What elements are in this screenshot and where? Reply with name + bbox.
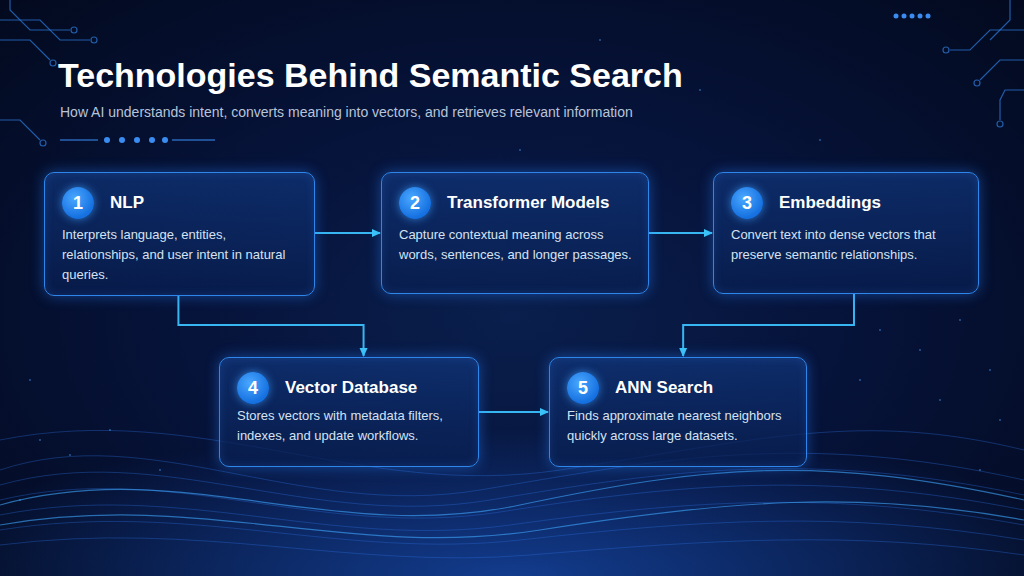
step-number-circle: 1 bbox=[62, 187, 94, 219]
diagram-subtitle: How AI understands intent, converts mean… bbox=[60, 104, 633, 120]
step-number-circle: 3 bbox=[731, 187, 763, 219]
callout-number: 1 bbox=[73, 193, 83, 213]
callout-number: 2 bbox=[410, 193, 420, 213]
callout-number: 3 bbox=[742, 193, 752, 213]
process-box: ANN SearchFinds approximate nearest neig… bbox=[549, 357, 807, 467]
box-heading: Embeddings bbox=[779, 193, 881, 213]
box-description: Capture contextual meaning across words,… bbox=[399, 225, 634, 265]
process-box: Transformer ModelsCapture contextual mea… bbox=[381, 172, 649, 294]
step-number-circle: 5 bbox=[567, 372, 599, 404]
step-number-circle: 2 bbox=[399, 187, 431, 219]
flow-arrow bbox=[649, 232, 712, 234]
process-box: Vector DatabaseStores vectors with metad… bbox=[219, 357, 479, 467]
box-heading: Transformer Models bbox=[447, 193, 610, 213]
box-description: Stores vectors with metadata filters, in… bbox=[237, 406, 464, 446]
flow-arrow bbox=[683, 294, 854, 356]
step-number-circle: 4 bbox=[237, 372, 269, 404]
diagram-title: Technologies Behind Semantic Search bbox=[58, 56, 683, 95]
box-description: Convert text into dense vectors that pre… bbox=[731, 225, 964, 265]
process-box: NLP Interprets language, entities, relati… bbox=[44, 172, 315, 296]
box-description: Finds approximate nearest neighbors quic… bbox=[567, 406, 792, 446]
callout-number: 5 bbox=[578, 378, 588, 398]
box-description: Interprets language, entities, relations… bbox=[62, 225, 300, 285]
box-heading: Vector Database bbox=[285, 378, 417, 398]
flow-arrow bbox=[479, 411, 548, 413]
box-heading: NLP bbox=[110, 193, 144, 213]
callout-number: 4 bbox=[248, 378, 258, 398]
box-heading: ANN Search bbox=[615, 378, 713, 398]
flow-arrow bbox=[178, 296, 363, 356]
process-box: EmbeddingsConvert text into dense vector… bbox=[713, 172, 979, 294]
flow-arrow bbox=[315, 232, 380, 234]
